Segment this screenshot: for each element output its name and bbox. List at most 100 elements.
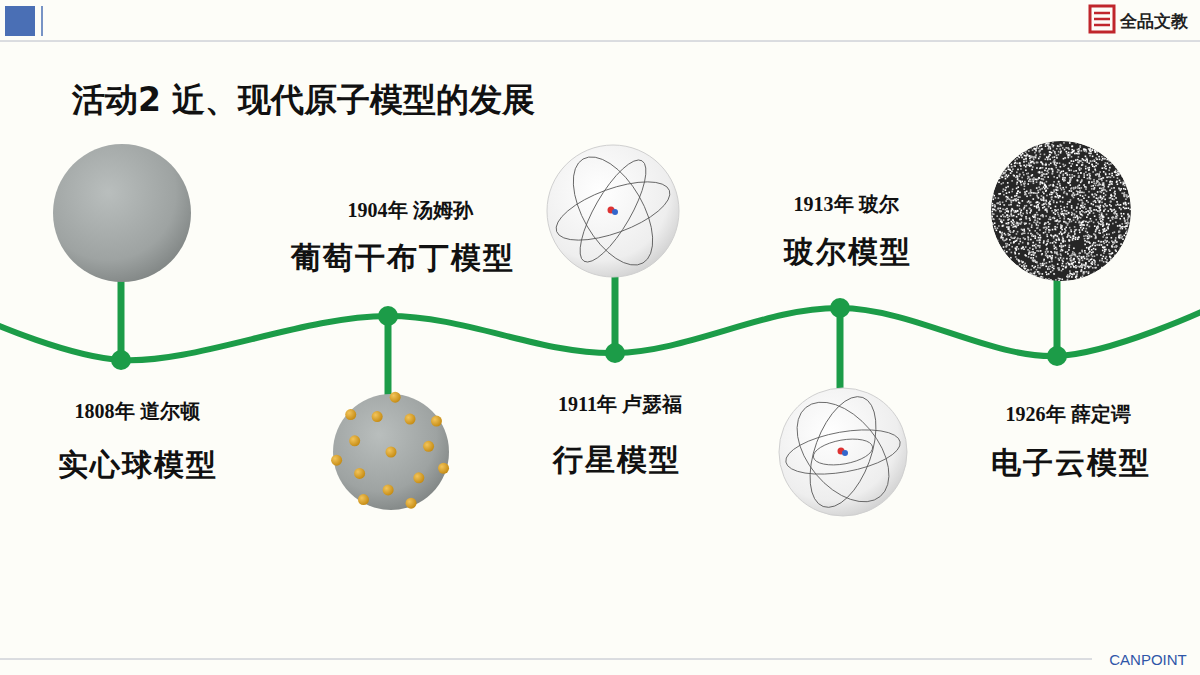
cloud-speck	[1073, 259, 1075, 261]
cloud-speck	[1048, 231, 1050, 233]
cloud-speck	[1077, 187, 1079, 189]
cloud-speck	[1007, 271, 1009, 273]
cloud-speck	[1006, 226, 1008, 228]
electron-dot	[349, 435, 360, 446]
cloud-speck	[1130, 217, 1132, 219]
cloud-speck	[1113, 187, 1115, 189]
cloud-speck	[1087, 277, 1089, 279]
cloud-speck	[1059, 176, 1061, 178]
cloud-speck	[1098, 273, 1100, 275]
cloud-speck	[1114, 141, 1116, 143]
cloud-speck	[1106, 214, 1108, 216]
cloud-speck	[1008, 192, 1010, 194]
cloud-speck	[1040, 175, 1042, 177]
cloud-speck	[1079, 191, 1081, 193]
cloud-speck	[1049, 266, 1051, 268]
cloud-speck	[1028, 162, 1030, 164]
cloud-speck	[1051, 197, 1053, 199]
cloud-speck	[994, 254, 996, 256]
cloud-speck	[1111, 148, 1113, 150]
cloud-speck	[1014, 165, 1016, 167]
cloud-speck	[1006, 162, 1008, 164]
cloud-speck	[1037, 201, 1039, 203]
cloud-speck	[1036, 262, 1038, 264]
cloud-speck	[994, 180, 996, 182]
cloud-speck	[1097, 226, 1099, 228]
cloud-speck	[1011, 197, 1013, 199]
cloud-speck	[1058, 154, 1060, 156]
cloud-speck	[1062, 263, 1064, 265]
cloud-speck	[1115, 172, 1117, 174]
cloud-speck	[1099, 150, 1101, 152]
cloud-speck	[1011, 153, 1013, 155]
cloud-speck	[1043, 203, 1045, 205]
cloud-speck	[1128, 246, 1130, 248]
cloud-speck	[1080, 271, 1082, 273]
cloud-speck	[1058, 221, 1060, 223]
cloud-speck	[995, 173, 997, 175]
cloud-speck	[1127, 219, 1129, 221]
cloud-speck	[1089, 175, 1091, 177]
cloud-speck	[1017, 210, 1019, 212]
cloud-speck	[1029, 165, 1031, 167]
cloud-speck	[1126, 273, 1128, 275]
cloud-speck	[1041, 171, 1043, 173]
cloud-speck	[1120, 143, 1122, 145]
cloud-speck	[1105, 166, 1107, 168]
electron-dot	[358, 494, 369, 505]
cloud-speck	[1099, 214, 1101, 216]
cloud-speck	[1117, 215, 1119, 217]
cloud-speck	[1108, 278, 1110, 280]
cloud-speck	[1122, 142, 1124, 144]
cloud-speck	[1018, 261, 1020, 263]
cloud-speck	[1110, 195, 1112, 197]
cloud-speck	[1093, 273, 1095, 275]
cloud-speck	[997, 175, 999, 177]
cloud-speck	[1050, 184, 1052, 186]
cloud-speck	[1101, 260, 1103, 262]
cloud-speck	[1079, 190, 1081, 192]
cloud-speck	[1036, 212, 1038, 214]
cloud-speck	[1047, 251, 1049, 253]
cloud-speck	[1108, 242, 1110, 244]
cloud-speck	[1089, 212, 1091, 214]
cloud-speck	[1029, 217, 1031, 219]
electron-dot	[345, 409, 356, 420]
cloud-speck	[1001, 177, 1003, 179]
cloud-speck	[1117, 165, 1119, 167]
cloud-speck	[1117, 256, 1119, 258]
cloud-speck	[1010, 204, 1012, 206]
cloud-speck	[992, 241, 994, 243]
cloud-speck	[1065, 222, 1067, 224]
cloud-speck	[1112, 198, 1114, 200]
cloud-speck	[1005, 258, 1007, 260]
cloud-speck	[1113, 163, 1115, 165]
cloud-speck	[1043, 193, 1045, 195]
cloud-speck	[1093, 274, 1095, 276]
cloud-speck	[1075, 265, 1077, 267]
cloud-speck	[1041, 149, 1043, 151]
cloud-speck	[992, 197, 994, 199]
cloud-speck	[1038, 197, 1040, 199]
cloud-speck	[1088, 273, 1090, 275]
cloud-speck	[1076, 281, 1078, 283]
cloud-speck	[998, 268, 1000, 270]
cloud-speck	[1059, 239, 1061, 241]
cloud-speck	[1019, 163, 1021, 165]
cloud-speck	[1102, 273, 1104, 275]
cloud-speck	[1032, 149, 1034, 151]
cloud-speck	[1000, 147, 1002, 149]
cloud-speck	[996, 157, 998, 159]
cloud-speck	[1062, 197, 1064, 199]
cloud-speck	[1120, 247, 1122, 249]
cloud-speck	[1021, 221, 1023, 223]
cloud-speck	[1032, 279, 1034, 281]
cloud-speck	[1004, 250, 1006, 252]
cloud-speck	[1110, 257, 1112, 259]
cloud-speck	[1011, 166, 1013, 168]
cloud-speck	[1044, 227, 1046, 229]
cloud-speck	[1078, 162, 1080, 164]
cloud-speck	[1058, 181, 1060, 183]
cloud-speck	[1028, 145, 1030, 147]
cloud-speck	[1021, 215, 1023, 217]
